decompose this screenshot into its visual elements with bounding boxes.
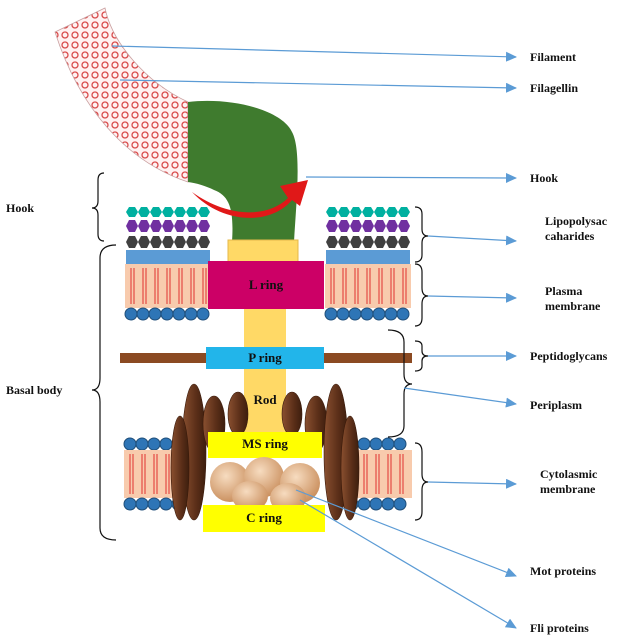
ms-ring <box>208 432 322 458</box>
lipopolysaccharides-label: Lipopolysac caharides <box>545 214 608 243</box>
rod <box>244 309 286 434</box>
c-ring <box>203 505 325 532</box>
p-ring <box>206 347 324 369</box>
p-ring-label: P ring <box>248 350 282 365</box>
basal-body-label: Basal body <box>6 383 63 397</box>
lps-right <box>326 207 410 248</box>
rotation-arrow <box>192 180 308 218</box>
cytoplasmic-membrane-label: Cytolasmic membrane <box>540 467 598 496</box>
filament <box>54 7 189 183</box>
l-ring-label: L ring <box>248 277 284 292</box>
fli-proteins <box>210 457 320 513</box>
hook <box>188 100 298 243</box>
mot-protein-unit <box>170 415 190 521</box>
rod-label: Rod <box>253 392 277 407</box>
filament-label: Filament <box>530 50 576 64</box>
hook-label-right: Hook <box>530 171 559 185</box>
lps-left <box>126 207 210 248</box>
l-ring <box>208 261 324 309</box>
mot-proteins-label: Mot proteins <box>530 564 597 578</box>
periplasm-label: Periplasm <box>530 398 582 412</box>
hook-collar <box>227 239 299 263</box>
flagellin-label: Filagellin <box>530 81 578 95</box>
plasma-membrane-label: Plasma membrane <box>545 284 601 313</box>
outer-membrane <box>124 250 411 321</box>
peptidoglycans-label: Peptidoglycans <box>530 349 608 363</box>
hook-label-left: Hook <box>6 201 35 215</box>
mot-protein-unit <box>340 415 360 521</box>
leader-arrows <box>111 45 517 629</box>
ms-ring-label: MS ring <box>242 436 288 451</box>
c-ring-label: C ring <box>246 510 282 525</box>
fli-proteins-label: Fli proteins <box>530 621 589 635</box>
